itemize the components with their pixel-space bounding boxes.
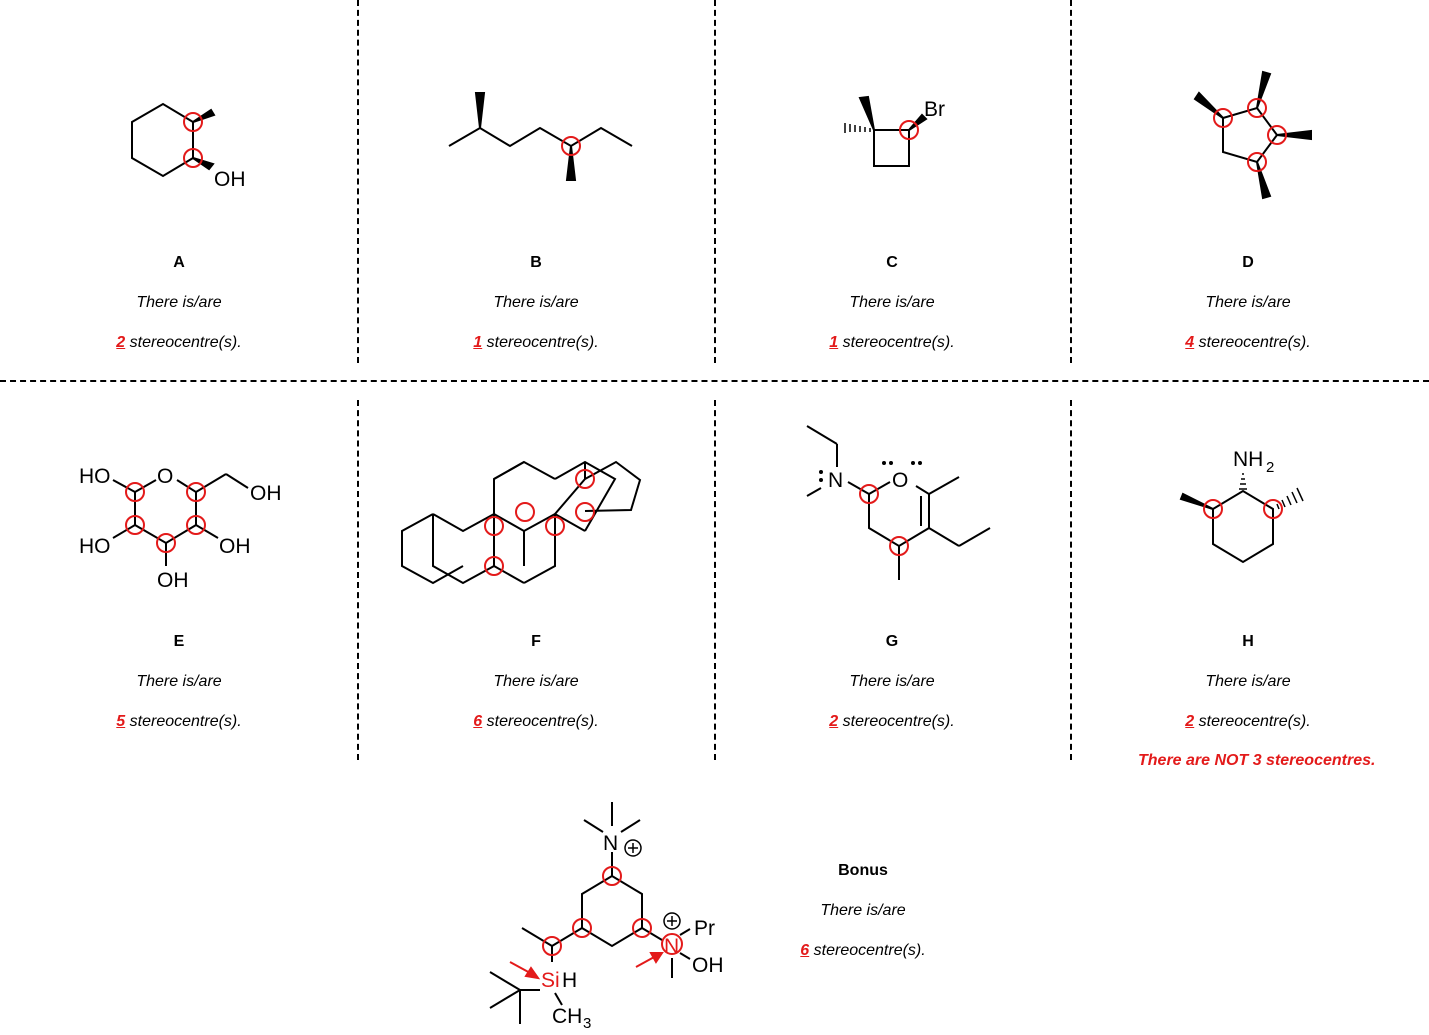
atom-subscript-3: 3 — [583, 1015, 591, 1032]
divider-vertical-3 — [1070, 0, 1072, 363]
caption-d: D There is/are 4 stereocentre(s). — [1138, 253, 1358, 353]
atom-br-label: Br — [924, 98, 945, 121]
caption-count-line: 4 stereocentre(s). — [1138, 333, 1358, 353]
caption-intro: There is/are — [849, 673, 935, 690]
atom-h-label: H — [562, 969, 577, 992]
caption-count-line: 2 stereocentre(s). — [782, 712, 1002, 732]
stereocentre-count: 5 — [116, 713, 126, 730]
caption-suffix: stereocentre(s). — [1194, 334, 1311, 351]
atom-n-label: N — [603, 832, 618, 855]
caption-h: H There is/are 2 stereocentre(s). There … — [1138, 632, 1376, 770]
atom-ch-label: CH — [552, 1005, 582, 1028]
stereocentre-count: 2 — [1185, 713, 1195, 730]
caption-suffix: stereocentre(s). — [482, 334, 599, 351]
divider-vertical-4 — [357, 400, 359, 760]
caption-suffix: stereocentre(s). — [482, 713, 599, 730]
molecule-c: Br — [844, 95, 945, 167]
atom-pr-label: Pr — [694, 917, 715, 940]
caption-suffix: stereocentre(s). — [125, 334, 242, 351]
caption-intro: There is/are — [820, 902, 906, 919]
caption-intro: There is/are — [493, 294, 579, 311]
atom-subscript-2: 2 — [1266, 459, 1274, 476]
caption-count-line: 5 stereocentre(s). — [69, 712, 289, 732]
caption-intro: There is/are — [849, 294, 935, 311]
caption-count-line: 1 stereocentre(s). — [782, 333, 1002, 353]
caption-letter: F — [531, 633, 541, 650]
molecule-d — [1193, 70, 1312, 200]
molecule-b — [448, 92, 633, 181]
caption-suffix: stereocentre(s). — [125, 713, 242, 730]
atom-nh-label: NH — [1233, 448, 1263, 471]
divider-horizontal — [0, 380, 1429, 382]
atom-oh-label: OH — [157, 569, 189, 592]
caption-letter: H — [1242, 633, 1254, 650]
caption-intro: There is/are — [1205, 294, 1291, 311]
atom-ho-label: HO — [79, 535, 111, 558]
atom-oh-label: OH — [692, 954, 724, 977]
caption-suffix: stereocentre(s). — [838, 713, 955, 730]
caption-intro: There is/are — [1205, 673, 1291, 690]
atom-o-label: O — [892, 469, 908, 492]
molecule-h: NH 2 — [1179, 448, 1304, 564]
caption-letter: E — [173, 633, 185, 650]
atom-n-label: N — [664, 935, 679, 958]
caption-intro: There is/are — [136, 673, 222, 690]
atom-oh-label: OH — [214, 168, 246, 191]
caption-f: F There is/are 6 stereocentre(s). — [426, 632, 646, 732]
caption-e: E There is/are 5 stereocentre(s). — [69, 632, 289, 732]
caption-a: A There is/are 2 stereocentre(s). — [69, 253, 289, 353]
molecule-g: N O — [806, 425, 991, 580]
caption-g: G There is/are 2 stereocentre(s). — [782, 632, 1002, 732]
caption-intro: There is/are — [136, 294, 222, 311]
caption-letter: A — [173, 254, 185, 271]
stereocentre-count: 1 — [473, 334, 483, 351]
caption-count-line: 6 stereocentre(s). — [426, 712, 646, 732]
caption-count-line: 2 stereocentre(s). — [1138, 712, 1358, 732]
caption-count-line: 6 stereocentre(s). — [753, 941, 973, 961]
atom-n-label: N — [828, 469, 843, 492]
divider-vertical-2 — [714, 0, 716, 363]
molecule-f — [401, 460, 642, 585]
divider-vertical-5 — [714, 400, 716, 760]
caption-letter: G — [885, 633, 899, 650]
caption-count-line: 1 stereocentre(s). — [426, 333, 646, 353]
caption-bonus: Bonus There is/are 6 stereocentre(s). — [753, 861, 973, 961]
caption-letter: C — [886, 254, 898, 271]
caption-note: There are NOT 3 stereocentres. — [1138, 752, 1376, 769]
caption-letter: B — [530, 254, 542, 271]
caption-c: C There is/are 1 stereocentre(s). — [782, 253, 1002, 353]
stereocentre-count: 2 — [829, 713, 839, 730]
atom-oh-label: OH — [250, 482, 282, 505]
divider-vertical-6 — [1070, 400, 1072, 760]
stereocentre-count: 4 — [1185, 334, 1195, 351]
molecule-e: O HO OH HO OH OH — [79, 465, 282, 592]
caption-suffix: stereocentre(s). — [809, 942, 926, 959]
divider-vertical-1 — [357, 0, 359, 363]
molecule-a: OH — [131, 102, 246, 191]
atom-ho-label: HO — [79, 465, 111, 488]
atom-si-label: Si — [541, 969, 560, 992]
stereocentre-count: 6 — [800, 942, 810, 959]
caption-intro: There is/are — [493, 673, 579, 690]
stereocentre-count: 6 — [473, 713, 483, 730]
caption-title: Bonus — [838, 862, 888, 879]
caption-letter: D — [1242, 254, 1254, 271]
caption-count-line: 2 stereocentre(s). — [69, 333, 289, 353]
caption-b: B There is/are 1 stereocentre(s). — [426, 253, 646, 353]
molecule-bonus: N N Pr OH Si H CH 3 — [489, 802, 724, 1032]
stereocentre-count: 2 — [116, 334, 126, 351]
atom-oh-label: OH — [219, 535, 251, 558]
caption-suffix: stereocentre(s). — [1194, 713, 1311, 730]
stereocentre-count: 1 — [829, 334, 839, 351]
atom-o-label: O — [157, 465, 173, 488]
caption-suffix: stereocentre(s). — [838, 334, 955, 351]
